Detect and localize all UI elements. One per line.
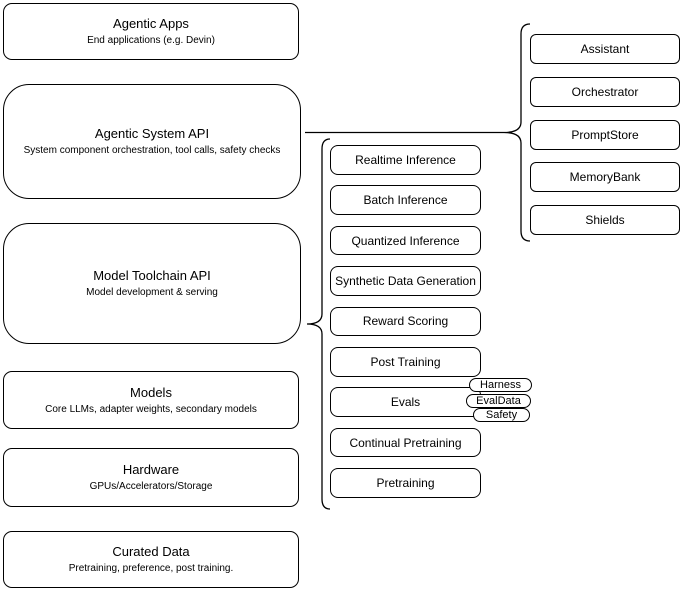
node-batch-inference: Batch Inference	[330, 185, 481, 215]
node-agentic-system-api: Agentic System API System component orch…	[3, 84, 301, 199]
node-evals: Evals	[330, 387, 481, 417]
node-title: Agentic Apps	[113, 16, 189, 31]
curly-brace-system-components-icon	[503, 23, 531, 242]
node-models: Models Core LLMs, adapter weights, secon…	[3, 371, 299, 429]
node-subtitle: Model development & serving	[86, 287, 218, 298]
node-title: Curated Data	[112, 544, 190, 559]
node-pretraining: Pretraining	[330, 468, 481, 498]
tag-safety: Safety	[473, 408, 530, 422]
node-title: Hardware	[122, 462, 180, 477]
node-agentic-apps: Agentic Apps End applications (e.g. Devi…	[3, 3, 299, 60]
node-subtitle: GPUs/Accelerators/Storage	[89, 481, 213, 492]
node-title: Agentic System API	[94, 126, 210, 141]
tag-harness: Harness	[469, 378, 532, 392]
node-orchestrator: Orchestrator	[530, 76, 680, 107]
node-reward-scoring: Reward Scoring	[330, 306, 481, 337]
node-title: Model Toolchain API	[93, 268, 211, 283]
node-model-toolchain-api: Model Toolchain API Model development & …	[3, 223, 301, 344]
toolchain-group: Realtime Inference Batch Inference Quant…	[330, 145, 481, 498]
tag-evaldata: EvalData	[466, 394, 531, 408]
node-title: Models	[130, 384, 172, 400]
node-subtitle: System component orchestration, tool cal…	[23, 145, 281, 156]
curly-brace-toolchain-icon	[306, 138, 331, 510]
node-quantized-inference: Quantized Inference	[330, 225, 481, 256]
node-hardware: Hardware GPUs/Accelerators/Storage	[3, 448, 299, 507]
node-subtitle: Pretraining, preference, post training.	[68, 563, 234, 574]
node-post-training: Post Training	[330, 346, 481, 377]
node-continual-pretraining: Continual Pretraining	[330, 427, 481, 458]
node-subtitle: Core LLMs, adapter weights, secondary mo…	[45, 403, 257, 415]
node-synthetic-data-generation: Synthetic Data Generation	[330, 266, 481, 296]
node-memorybank: MemoryBank	[530, 162, 680, 193]
node-shields: Shields	[530, 205, 680, 236]
system-components-group: Assistant Orchestrator PromptStore Memor…	[530, 34, 680, 236]
node-subtitle: End applications (e.g. Devin)	[87, 35, 215, 46]
node-curated-data: Curated Data Pretraining, preference, po…	[3, 531, 299, 588]
node-promptstore: PromptStore	[530, 119, 680, 150]
node-assistant: Assistant	[530, 34, 680, 64]
node-realtime-inference: Realtime Inference	[330, 145, 481, 175]
